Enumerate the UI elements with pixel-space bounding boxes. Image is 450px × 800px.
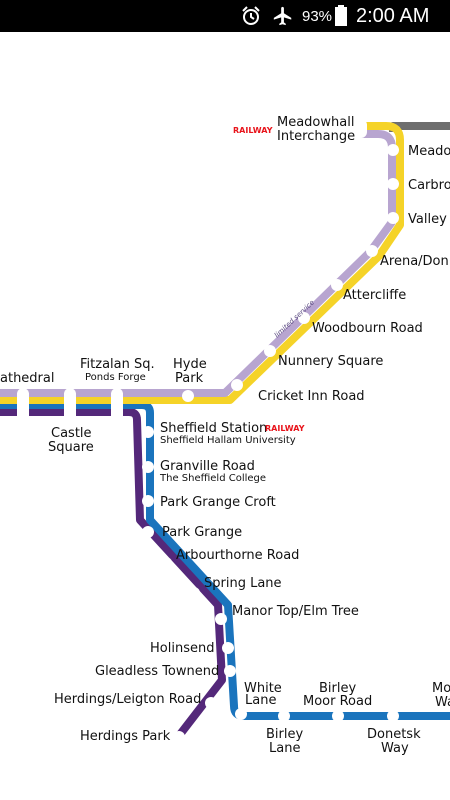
station-marker-meadowhall[interactable] bbox=[355, 119, 367, 138]
label-sheffield-college: The Sheffield College bbox=[159, 473, 266, 484]
label-meadowhall: Meadowhall bbox=[277, 115, 354, 130]
label-arbourthorne: Arbourthorne Road bbox=[176, 548, 299, 563]
label-square: Square bbox=[48, 440, 94, 455]
railway-badge-meadowhall: RAILWAY bbox=[233, 126, 273, 135]
station-marker-spring-lane[interactable] bbox=[188, 587, 200, 599]
purple-route-line bbox=[0, 408, 226, 741]
label-carbrook: Carbro bbox=[408, 178, 450, 193]
label-attercliffe: Attercliffe bbox=[343, 288, 406, 303]
label-mo-1: Mo bbox=[432, 681, 450, 696]
label-nunnery: Nunnery Square bbox=[278, 354, 383, 369]
battery-percentage: 93% bbox=[302, 7, 333, 25]
station-marker-castle[interactable] bbox=[64, 388, 76, 424]
station-marker-park-grange-croft[interactable] bbox=[142, 495, 154, 507]
station-marker-white-lane[interactable] bbox=[235, 708, 247, 720]
station-marker-nunnery[interactable] bbox=[264, 345, 276, 357]
station-marker-manor-top[interactable] bbox=[215, 613, 227, 625]
label-interchange: Interchange bbox=[277, 129, 355, 144]
label-park-grange: Park Grange bbox=[162, 525, 242, 540]
label-birley-moor-1: Birley bbox=[319, 681, 356, 696]
label-white: White bbox=[244, 681, 282, 696]
station-marker-cricket[interactable] bbox=[231, 379, 243, 391]
label-sheffield-hallam: Sheffield Hallam University bbox=[160, 435, 296, 446]
airplane-icon bbox=[272, 0, 294, 32]
station-marker-valley[interactable] bbox=[387, 212, 399, 224]
yellow-route-line bbox=[0, 122, 404, 404]
label-holinsend: Holinsend bbox=[150, 641, 214, 656]
status-bar: 93% 2:00 AM bbox=[0, 0, 450, 32]
label-spring-lane: Spring Lane bbox=[204, 576, 282, 591]
lilac-route-line bbox=[0, 130, 396, 397]
station-marker-sheffield-station[interactable] bbox=[142, 426, 154, 438]
label-donetsk-2: Way bbox=[381, 741, 409, 756]
label-birley-lane-1: Birley bbox=[266, 727, 303, 742]
label-herdings-leigton: Herdings/Leigton Road bbox=[54, 692, 201, 707]
label-mo-2: Wa bbox=[435, 695, 450, 710]
label-fitzalan: Fitzalan Sq. bbox=[80, 357, 155, 372]
label-cathedral: athedral bbox=[0, 371, 54, 386]
label-sheffield-station: Sheffield Station bbox=[160, 421, 267, 436]
label-woodbourn: Woodbourn Road bbox=[312, 321, 423, 336]
station-marker-arena[interactable] bbox=[366, 245, 378, 257]
station-marker-hyde[interactable] bbox=[182, 390, 194, 402]
label-birley-lane-2: Lane bbox=[269, 741, 300, 756]
station-marker-birley-lane[interactable] bbox=[278, 710, 290, 722]
label-ponds-forge: Ponds Forge bbox=[85, 372, 146, 383]
label-gleadless: Gleadless Townend bbox=[95, 664, 219, 679]
station-marker-donetsk[interactable] bbox=[387, 710, 399, 722]
label-cricket: Cricket Inn Road bbox=[258, 389, 365, 404]
label-arena: Arena/Don bbox=[380, 254, 449, 269]
tram-map[interactable]: limited service RAILWAY Meadowhall Inter… bbox=[0, 32, 450, 800]
station-marker-granville[interactable] bbox=[142, 461, 154, 473]
label-white-lane: Lane bbox=[245, 693, 276, 708]
station-marker-gleadless[interactable] bbox=[224, 665, 236, 677]
station-marker-holinsend[interactable] bbox=[222, 642, 234, 654]
station-marker-herdings-park[interactable] bbox=[173, 731, 185, 743]
station-marker-fitzalan[interactable] bbox=[111, 388, 123, 424]
label-herdings-park: Herdings Park bbox=[80, 729, 171, 744]
label-castle: Castle bbox=[51, 426, 92, 441]
station-marker-cathedral[interactable] bbox=[17, 388, 29, 424]
station-marker-arbourthorne[interactable] bbox=[160, 557, 172, 569]
label-donetsk-1: Donetsk bbox=[367, 727, 421, 742]
label-hyde-2: Park bbox=[175, 371, 204, 386]
station-marker-carbrook[interactable] bbox=[387, 178, 399, 190]
railway-badge-sheffield: RAILWAY bbox=[265, 424, 305, 433]
station-marker-meado[interactable] bbox=[387, 144, 399, 156]
label-manor-top: Manor Top/Elm Tree bbox=[232, 604, 359, 619]
battery-icon bbox=[334, 0, 348, 32]
alarm-clock-icon bbox=[240, 0, 262, 32]
label-meado: Meado bbox=[408, 144, 450, 159]
label-park-grange-croft: Park Grange Croft bbox=[160, 495, 276, 510]
station-marker-park-grange[interactable] bbox=[142, 526, 154, 538]
station-marker-woodbourn[interactable] bbox=[298, 312, 310, 324]
station-marker-attercliffe[interactable] bbox=[331, 279, 343, 291]
clock-time: 2:00 AM bbox=[356, 4, 430, 27]
label-valley: Valley C bbox=[408, 212, 450, 227]
station-marker-birley-moor[interactable] bbox=[332, 710, 344, 722]
label-birley-moor-2: Moor Road bbox=[303, 694, 372, 709]
station-marker-herdings-leigton[interactable] bbox=[205, 697, 217, 709]
label-granville: Granville Road bbox=[160, 459, 255, 474]
label-hyde-1: Hyde bbox=[173, 357, 207, 372]
